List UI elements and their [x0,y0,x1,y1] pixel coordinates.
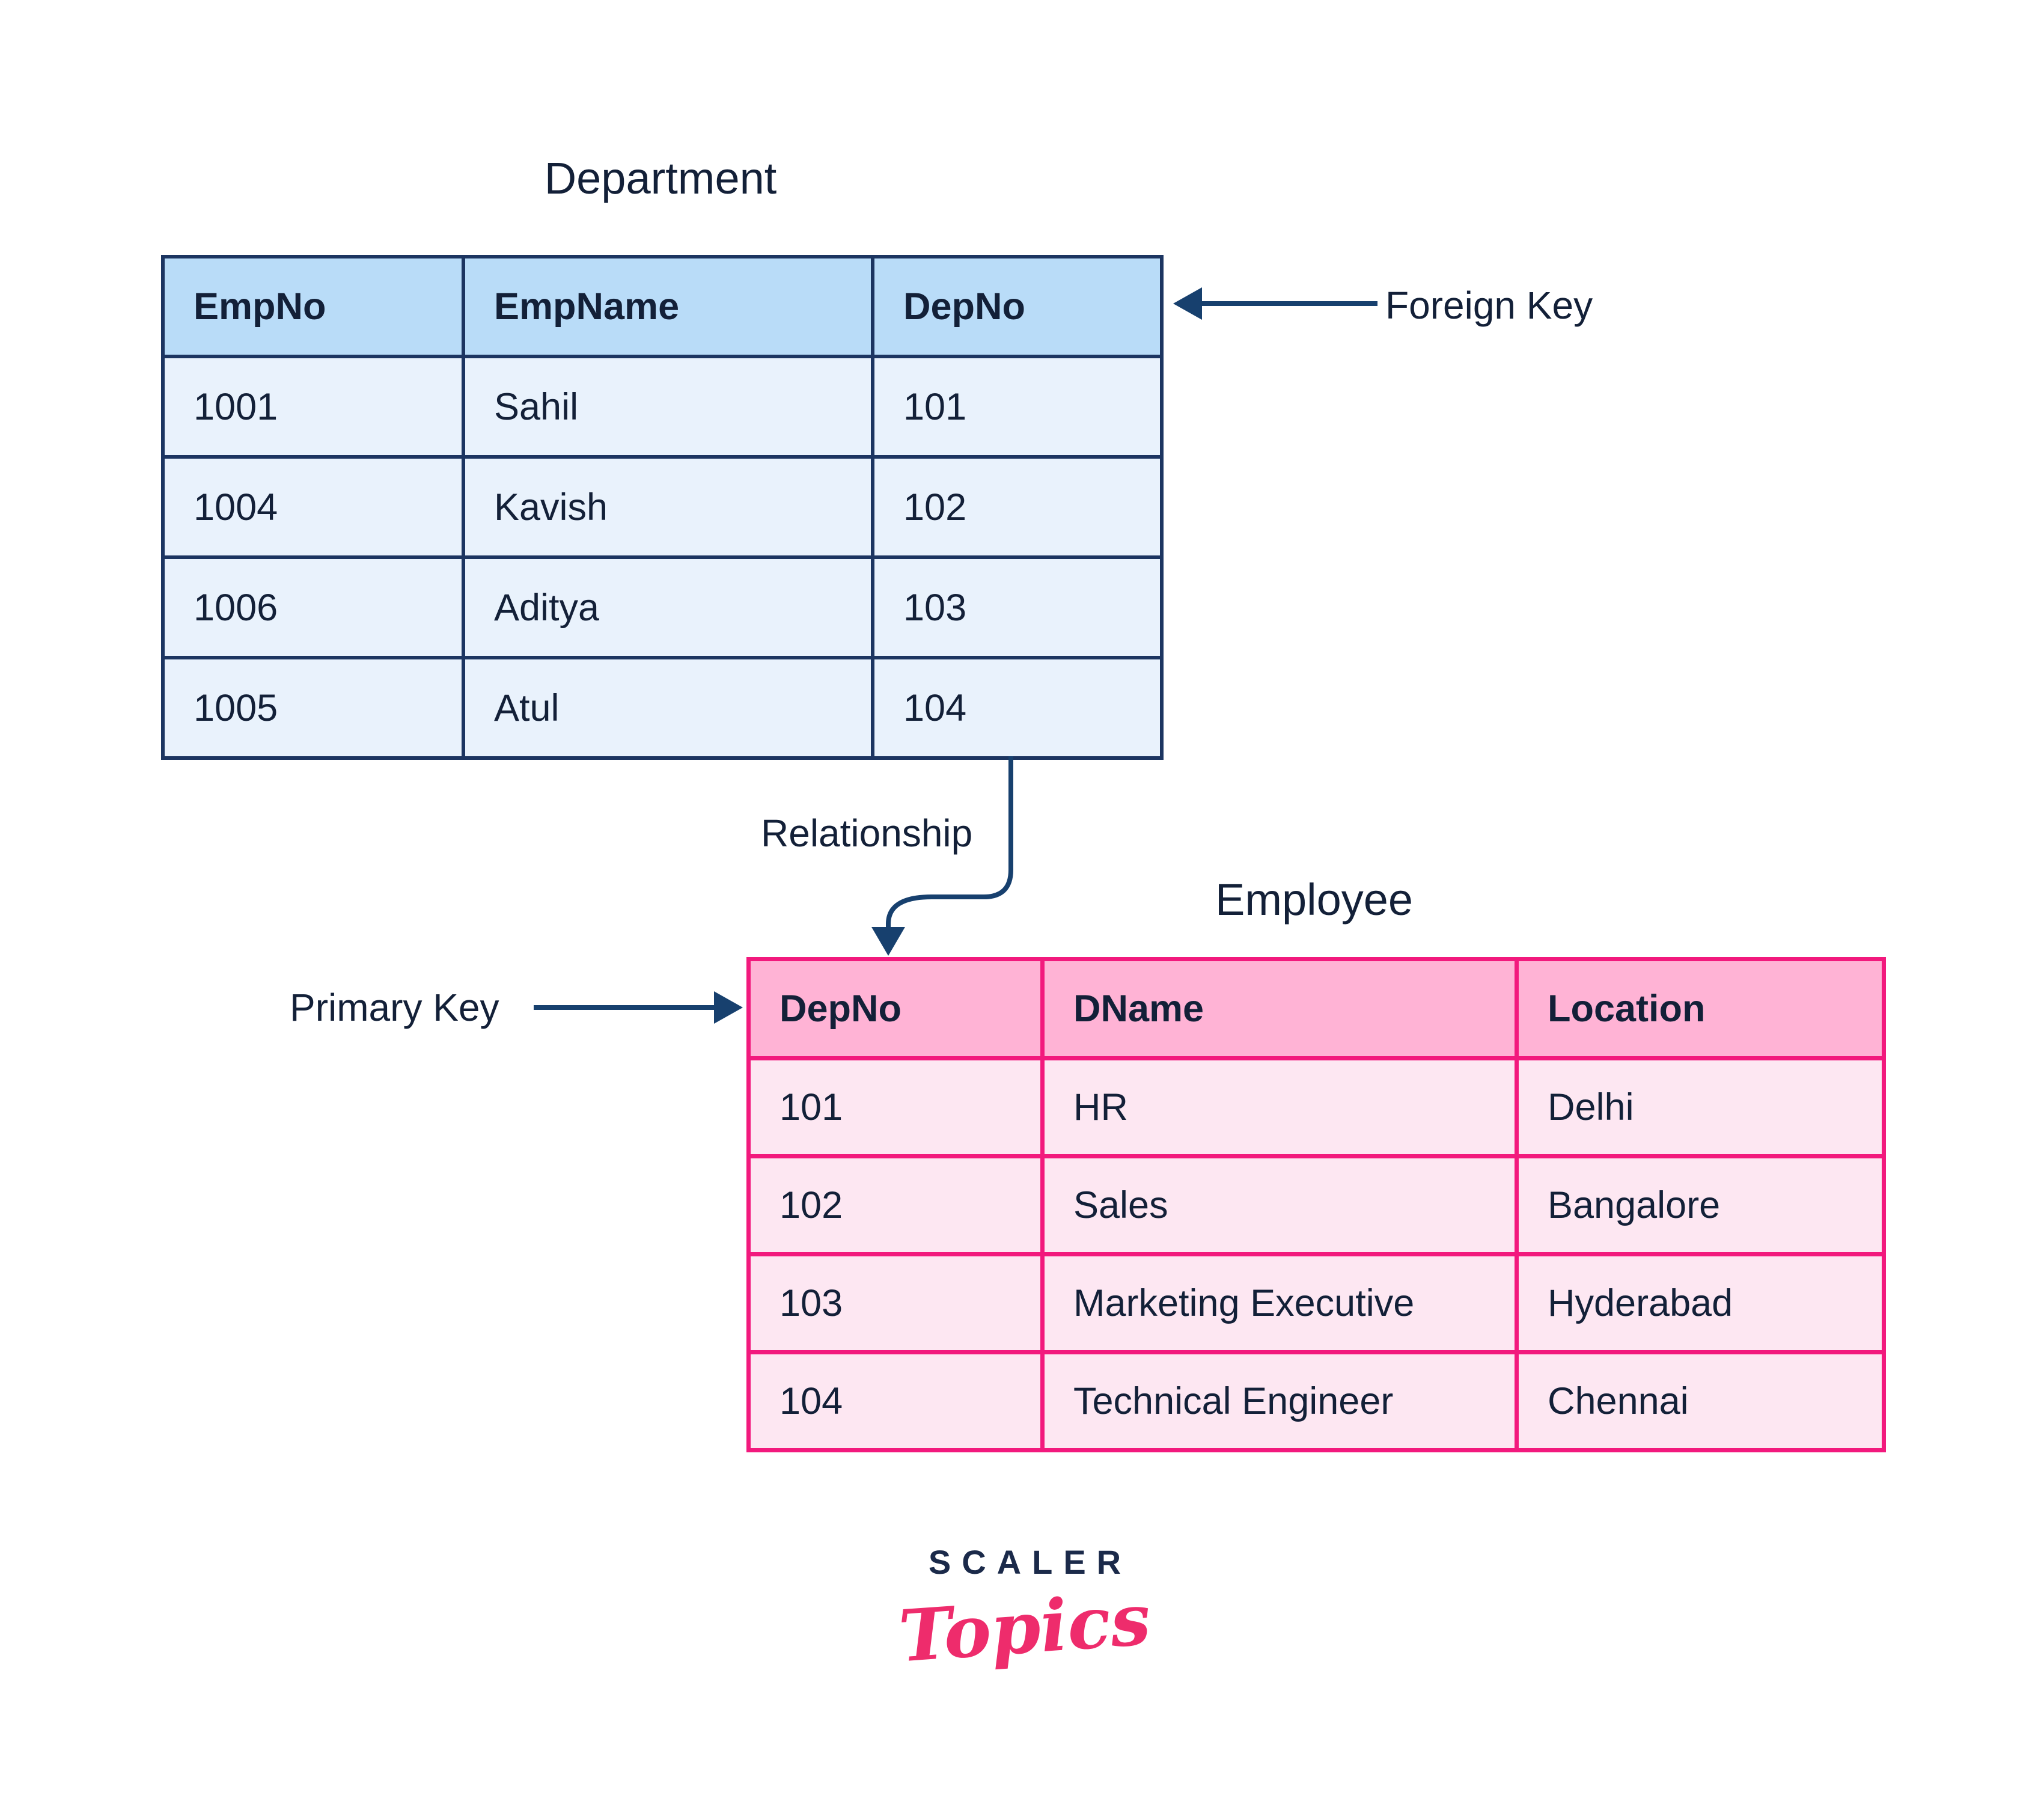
employee-header-location: Location [1515,957,1886,1060]
employee-table-title: Employee [1215,875,1414,925]
table-row: 104 Technical Engineer Chennai [746,1350,1886,1452]
table-row: 1004 Kavish 102 [161,455,1164,559]
cell-dname: Marketing Executive [1040,1252,1519,1354]
department-table-title: Department [544,153,777,203]
logo-topics-text: Topics [896,1577,1153,1678]
cell-depno: 101 [746,1056,1045,1158]
cell-empno: 1004 [161,455,465,559]
cell-depno: 104 [746,1350,1045,1452]
primary-key-label: Primary Key [290,986,499,1029]
department-header-row: EmpNo EmpName DepNo [161,255,1164,358]
cell-empno: 1006 [161,555,465,659]
table-row: 102 Sales Bangalore [746,1154,1886,1256]
employee-header-dname: DName [1040,957,1519,1060]
cell-depno: 102 [871,455,1164,559]
foreign-key-arrow [1173,287,1377,320]
cell-location: Delhi [1515,1056,1886,1158]
cell-empname: Atul [462,656,874,760]
cell-location: Chennai [1515,1350,1886,1452]
cell-empno: 1005 [161,656,465,760]
cell-dname: Technical Engineer [1040,1350,1519,1452]
cell-location: Bangalore [1515,1154,1886,1256]
cell-depno: 102 [746,1154,1045,1256]
table-row: 101 HR Delhi [746,1056,1886,1158]
department-header-empno: EmpNo [161,255,465,358]
table-row: 1001 Sahil 101 [161,355,1164,459]
cell-empname: Kavish [462,455,874,559]
logo-scaler-text: SCALER [928,1543,1132,1581]
relationship-label: Relationship [761,812,973,855]
cell-dname: HR [1040,1056,1519,1158]
cell-depno: 103 [871,555,1164,659]
scaler-topics-logo: SCALER Topics [871,1543,1178,1678]
cell-depno: 104 [871,656,1164,760]
department-table: EmpNo EmpName DepNo 1001 Sahil 101 1004 … [161,255,1164,760]
cell-depno: 101 [871,355,1164,459]
cell-empname: Sahil [462,355,874,459]
employee-table: DepNo DName Location 101 HR Delhi 102 Sa… [746,957,1886,1452]
primary-key-arrow [534,991,743,1024]
cell-depno: 103 [746,1252,1045,1354]
table-row: 1005 Atul 104 [161,656,1164,760]
department-header-empname: EmpName [462,255,874,358]
employee-header-depno: DepNo [746,957,1045,1060]
foreign-key-label: Foreign Key [1385,284,1593,327]
cell-location: Hyderabad [1515,1252,1886,1354]
cell-dname: Sales [1040,1154,1519,1256]
employee-header-row: DepNo DName Location [746,957,1886,1060]
department-header-depno: DepNo [871,255,1164,358]
cell-empname: Aditya [462,555,874,659]
cell-empno: 1001 [161,355,465,459]
table-row: 1006 Aditya 103 [161,555,1164,659]
table-row: 103 Marketing Executive Hyderabad [746,1252,1886,1354]
